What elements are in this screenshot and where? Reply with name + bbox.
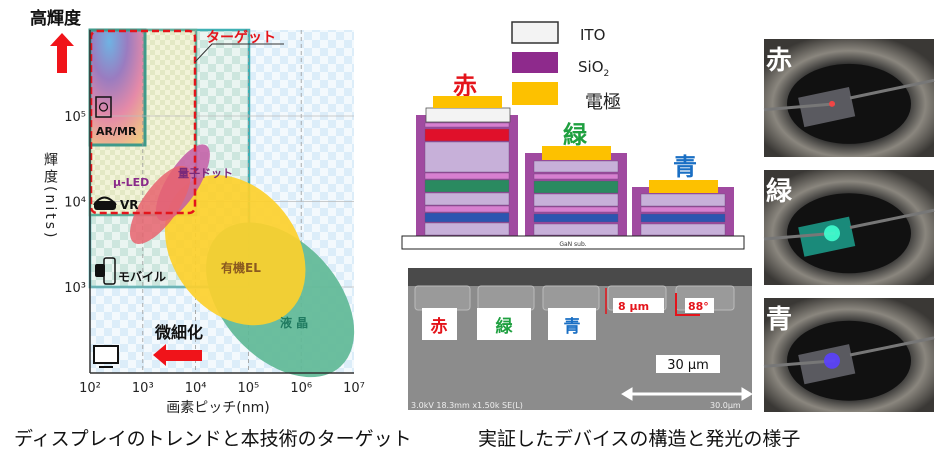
mobile-label: モバイル (118, 270, 166, 284)
x-tick-label: 10³ (132, 381, 154, 396)
green-pillar-label: 緑 (563, 121, 588, 149)
led-pillar (632, 180, 734, 236)
scale-label: 30 μm (667, 358, 709, 373)
x-tick-label: 10⁷ (343, 381, 365, 396)
legend-ito-label: ITO (580, 26, 605, 44)
vr-headset-icon (93, 196, 117, 210)
angle-label: 88° (688, 300, 709, 313)
legend-sio2-label: SiO2 (578, 58, 609, 79)
sem-footer-scale: 30.0μm (710, 401, 741, 410)
mobile-icon (95, 257, 116, 285)
sem-red-label: 赤 (431, 316, 448, 337)
y-tick-label: 10³ (64, 281, 86, 296)
ar-mr-region (88, 28, 147, 147)
emission-photos: 赤緑青 (763, 39, 935, 412)
legend-electrode-label: 電極 (585, 92, 621, 113)
right-caption: 実証したデバイスの構造と発光の様子 (478, 428, 801, 450)
luminance-chart: ターゲット 10² 10³ 10⁴ 10⁵ 10⁶ 10⁷ 10³ 10⁴ 10⁵ 画素ピッチ… (30, 8, 365, 416)
target-label: ターゲット (206, 29, 276, 46)
emission-photo: 青 (763, 298, 935, 412)
x-tick-label: 10² (79, 381, 101, 396)
sem-green-label: 緑 (496, 316, 514, 337)
angle-marker (675, 293, 700, 316)
legend-ito-swatch (511, 21, 559, 44)
led-pillar (416, 96, 518, 236)
oled-label: 有機EL (221, 260, 261, 275)
legend-electrode-swatch (512, 82, 558, 105)
technology-ellipses (129, 144, 355, 378)
y-tick-label: 10⁴ (64, 196, 86, 211)
photo-label: 青 (766, 305, 792, 335)
ar-mr-icon (95, 96, 112, 118)
x-tick-label: 10⁶ (290, 381, 312, 396)
technology-ellipse (129, 165, 191, 244)
sem-image: 赤 緑 青 8 μm 88° 30 μm 3.0kV 18.3mm x1.50k… (408, 268, 753, 410)
target-box (89, 29, 197, 215)
led-pillar (525, 146, 627, 236)
micro-led-label: μ-LED (113, 176, 149, 189)
vr-label: VR (120, 198, 139, 212)
ar-mr-label: AR/MR (96, 125, 137, 138)
quantum-dot-label: 量子ドット (178, 167, 233, 180)
target-leader (194, 43, 284, 63)
y-axis-label: 輝度(nits) (42, 152, 58, 240)
high-luminance-label: 高輝度 (30, 8, 82, 29)
emission-photo: 緑 (763, 170, 935, 285)
photo-label: 緑 (766, 176, 793, 207)
red-pillar-label: 赤 (453, 72, 477, 100)
photo-label: 赤 (766, 46, 792, 76)
technology-ellipse (164, 175, 306, 326)
up-arrow-icon (50, 33, 74, 73)
legend-sio2-swatch (512, 52, 558, 73)
ito-layer (425, 107, 511, 123)
sem-footer: 3.0kV 18.3mm x1.50k SE(L) (411, 401, 523, 410)
miniaturization-label: 微細化 (154, 323, 203, 342)
gan-substrate (401, 235, 745, 250)
electrode (649, 180, 718, 193)
lcd-label: 液 晶 (280, 315, 308, 330)
x-axis-label: 画素ピッチ(nm) (166, 400, 269, 416)
y-tick-label: 10⁵ (64, 110, 86, 125)
electrode (542, 146, 611, 160)
device-schematic: ITO SiO2 電極 赤 緑 青 GaN sub. (401, 21, 745, 250)
blue-pillar-label: 青 (673, 153, 697, 181)
x-tick-label: 10⁵ (238, 381, 260, 396)
emission-photo: 赤 (763, 39, 935, 157)
left-arrow-icon (153, 344, 202, 366)
scale-double-arrow (621, 387, 753, 401)
x-tick-label: 10⁴ (185, 381, 207, 396)
electrode (433, 96, 502, 108)
sem-blue-label: 青 (564, 316, 581, 337)
height-label: 8 μm (618, 300, 649, 313)
substrate-label: GaN sub. (559, 241, 586, 248)
left-caption: ディスプレイのトレンドと本技術のターゲット (14, 428, 412, 450)
tv-icon (93, 345, 119, 368)
